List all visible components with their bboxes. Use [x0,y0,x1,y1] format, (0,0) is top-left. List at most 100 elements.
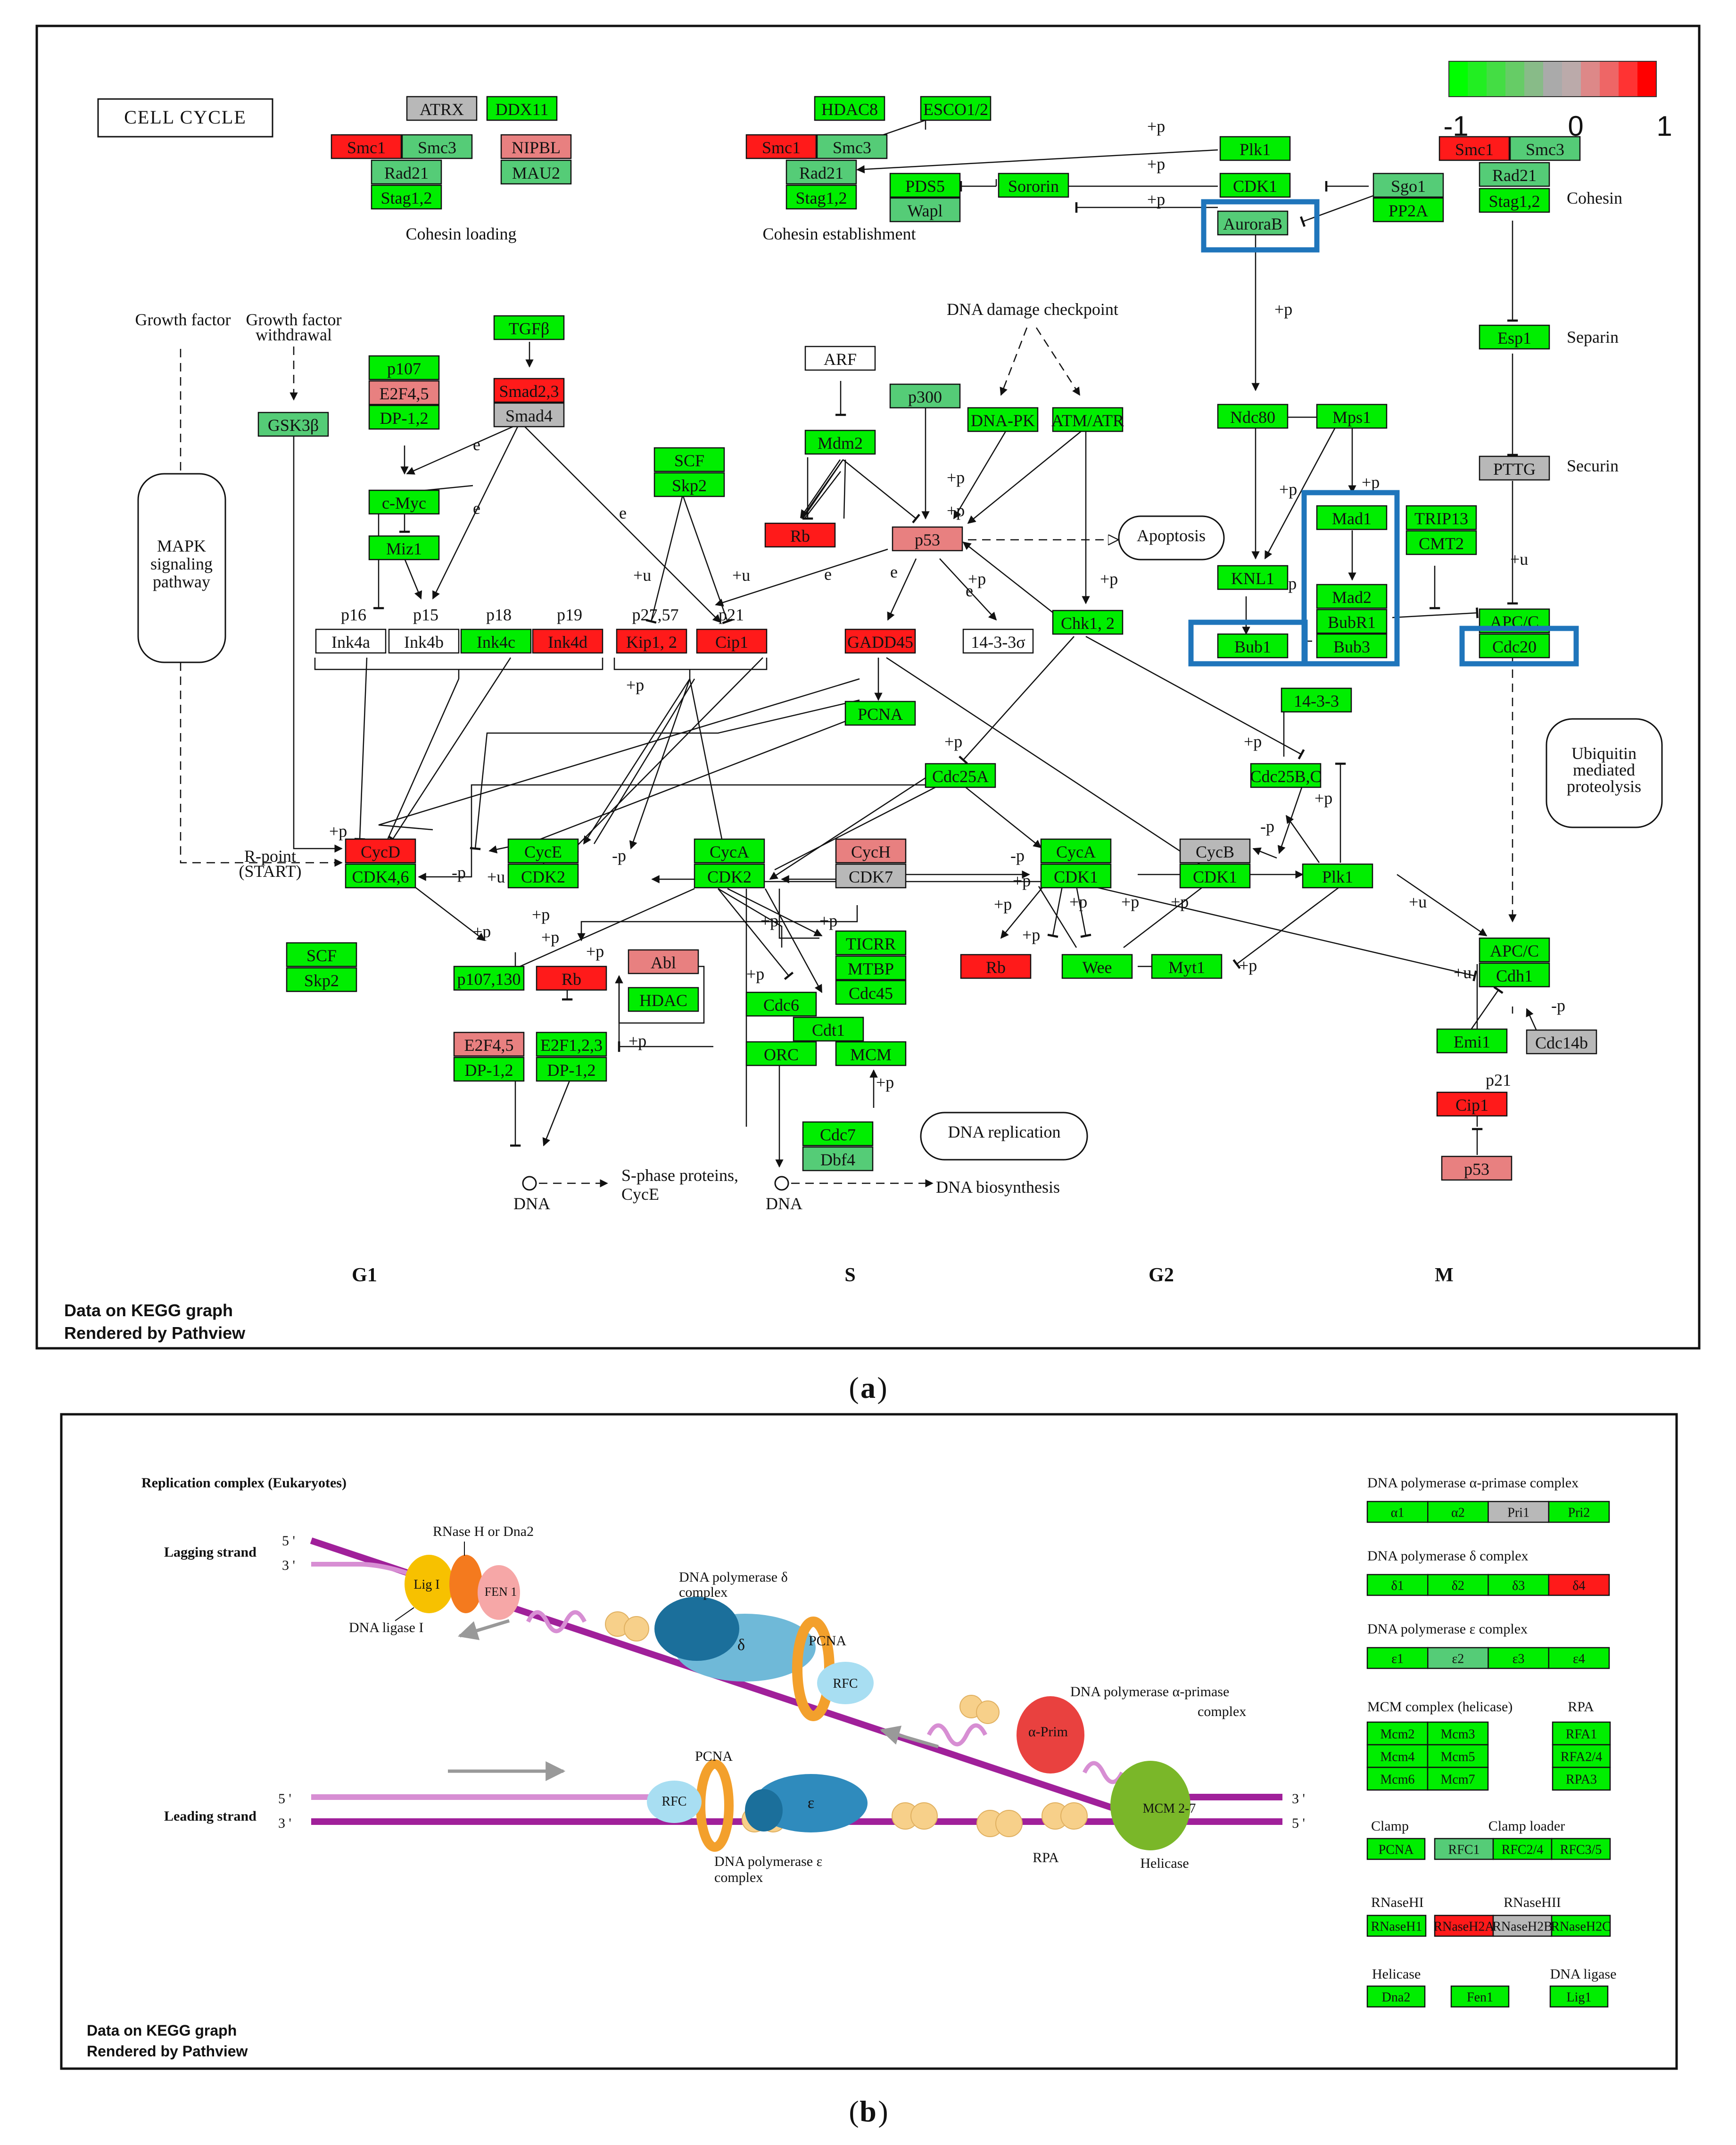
rfc-top-shape[interactable] [817,1662,874,1704]
gene-ink4a[interactable]: Ink4a [315,628,387,654]
gene-arf[interactable]: ARF [804,346,876,371]
complex-member[interactable]: ε1 [1366,1647,1429,1669]
gene-dnapk[interactable]: DNA-PK [967,407,1039,432]
complex-member[interactable]: RFA1 [1552,1721,1611,1746]
gene-mtbp[interactable]: MTBP [835,955,907,981]
complex-member[interactable]: δ3 [1488,1574,1549,1596]
gene-cdh1[interactable]: Cdh1 [1479,962,1550,988]
gene-kip12[interactable]: Kip1, 2 [616,628,687,654]
gene-smc3_c[interactable]: Smc3 [1509,136,1581,161]
gene-ink4b[interactable]: Ink4b [388,628,460,654]
gene-ink4c[interactable]: Ink4c [460,628,532,654]
gene-ink4d[interactable]: Ink4d [532,628,603,654]
complex-member[interactable]: ε4 [1548,1647,1610,1669]
gene-skp2_top[interactable]: Skp2 [653,472,725,497]
complex-member[interactable]: Mcm7 [1427,1766,1489,1791]
gene-pcna[interactable]: PCNA [844,701,916,726]
gene-mps1[interactable]: Mps1 [1316,404,1388,429]
lig1-shape[interactable] [405,1555,454,1613]
gene-rb_top[interactable]: Rb [764,522,836,548]
alpha-primase-shape[interactable] [1017,1696,1084,1774]
gene-orc[interactable]: ORC [745,1041,817,1066]
gene-plk1_top[interactable]: Plk1 [1219,136,1291,161]
apoptosis-box[interactable] [1118,515,1225,561]
gene-cmyc[interactable]: c-Myc [368,489,440,515]
gene-rad21_a[interactable]: Rad21 [371,159,442,185]
gene-wee[interactable]: Wee [1061,954,1133,979]
gene-bub3[interactable]: Bub3 [1316,633,1388,659]
gene-e2f45_top[interactable]: E2F4,5 [368,380,440,405]
gene-pp2a[interactable]: PP2A [1372,197,1444,223]
gene-cdk2_e[interactable]: CDK2 [507,863,579,889]
gene-cyce[interactable]: CycE [507,838,579,864]
gene-cdk46[interactable]: CDK4,6 [345,863,416,889]
complex-member[interactable]: RNaseH2A [1433,1914,1495,1937]
gene-myt1[interactable]: Myt1 [1151,954,1223,979]
complex-member[interactable]: ε2 [1427,1647,1489,1669]
gene-mad1[interactable]: Mad1 [1316,505,1388,530]
gene-p53_bot[interactable]: p53 [1441,1155,1513,1181]
gene-s1433s[interactable]: 14-3-3σ [962,628,1034,654]
complex-member[interactable]: RFC2/4 [1492,1838,1553,1860]
gene-stag_c[interactable]: Stag1,2 [1479,188,1550,213]
gene-ddx11[interactable]: DDX11 [486,96,558,121]
complex-member[interactable]: RNaseH2C [1551,1914,1611,1937]
gene-cdk1_b[interactable]: CDK1 [1179,863,1251,889]
gene-smc1_c[interactable]: Smc1 [1438,136,1510,161]
gene-cyca_s[interactable]: CycA [694,838,765,864]
complex-member[interactable]: RPA3 [1552,1766,1611,1791]
gene-plk1_mid[interactable]: Plk1 [1302,863,1373,889]
gene-sororin[interactable]: Sororin [998,173,1069,198]
gene-smc1_b[interactable]: Smc1 [745,134,817,159]
gene-scf_bot[interactable]: SCF [286,942,357,967]
gene-cycd[interactable]: CycD [345,838,416,864]
gene-emi1[interactable]: Emi1 [1436,1028,1508,1054]
gene-gadd45[interactable]: GADD45 [844,628,916,654]
gene-smc3_b[interactable]: Smc3 [816,134,888,159]
complex-member[interactable]: Lig1 [1549,1985,1609,2008]
complex-member[interactable]: Fen1 [1450,1985,1510,2008]
complex-member[interactable]: Mcm4 [1366,1744,1429,1768]
gene-hdac8[interactable]: HDAC8 [814,96,885,121]
complex-member[interactable]: RFC1 [1434,1838,1494,1860]
gene-ticrr[interactable]: TICRR [835,930,907,956]
gene-atrx[interactable]: ATRX [406,96,478,121]
gene-esco[interactable]: ESCO1/2 [920,96,992,121]
gene-mcm[interactable]: MCM [835,1041,907,1066]
gene-dbf4[interactable]: Dbf4 [802,1146,874,1172]
gene-stag_a[interactable]: Stag1,2 [371,184,442,210]
gene-pds5[interactable]: PDS5 [889,173,961,198]
gene-cdc20[interactable]: Cdc20 [1479,633,1550,659]
gene-esp1[interactable]: Esp1 [1479,324,1550,350]
gene-nipbl[interactable]: NIPBL [500,134,572,159]
gene-mdm2[interactable]: Mdm2 [804,429,876,455]
gene-apcc_bot[interactable]: APC/C [1479,937,1550,963]
gene-bub1[interactable]: Bub1 [1217,633,1289,659]
gene-ndc80[interactable]: Ndc80 [1217,404,1289,429]
gene-dp12_bot1[interactable]: DP-1,2 [453,1056,525,1082]
complex-member[interactable]: Mcm5 [1427,1744,1489,1768]
gene-chk12[interactable]: Chk1, 2 [1052,610,1124,635]
gene-rad21_c[interactable]: Rad21 [1479,162,1550,187]
gene-p107130[interactable]: p107,130 [453,965,525,991]
complex-member[interactable]: Mcm3 [1427,1721,1489,1746]
complex-member[interactable]: RNaseH2B [1492,1914,1553,1937]
complex-member[interactable]: ε3 [1488,1647,1549,1669]
rfc-bot-shape[interactable] [647,1781,702,1823]
ubiquitin-box[interactable] [1546,718,1663,828]
gene-cdc14b[interactable]: Cdc14b [1526,1029,1597,1055]
gene-cdk1_a[interactable]: CDK1 [1040,863,1112,889]
gene-p53[interactable]: p53 [892,526,963,552]
mcm-helicase-shape[interactable] [1110,1761,1190,1850]
gene-miz1[interactable]: Miz1 [368,535,440,561]
gene-cdc6[interactable]: Cdc6 [745,991,817,1017]
gene-mad2[interactable]: Mad2 [1316,584,1388,609]
gene-hdac[interactable]: HDAC [628,987,699,1012]
gene-wapl[interactable]: Wapl [889,197,961,223]
gene-p107[interactable]: p107 [368,355,440,380]
gene-cdc25bc[interactable]: Cdc25B,C [1250,763,1322,788]
gene-dp12_top[interactable]: DP-1,2 [368,404,440,430]
complex-member[interactable]: δ4 [1548,1574,1610,1596]
gene-scf_top[interactable]: SCF [653,447,725,472]
fen1-shape[interactable] [478,1565,520,1620]
